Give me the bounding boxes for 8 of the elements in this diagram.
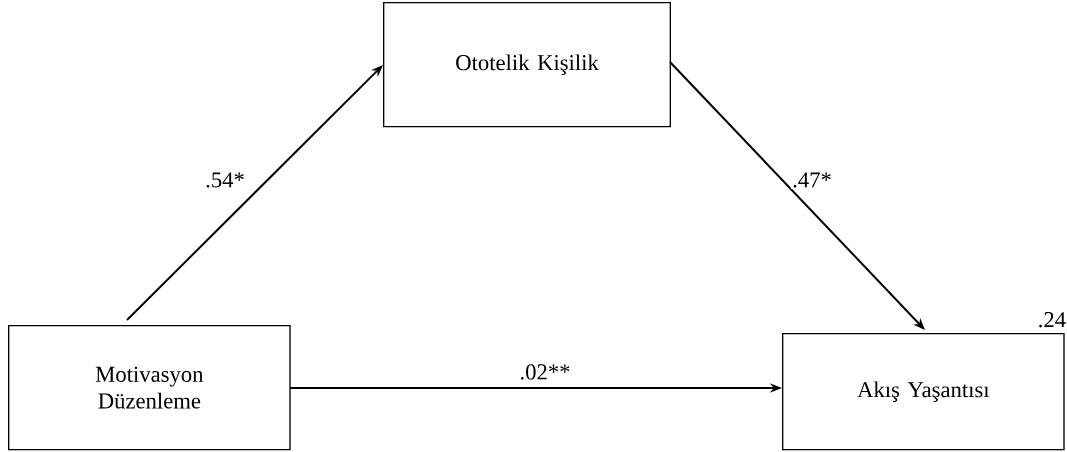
box: Motivasyon Düzenleme (8, 325, 291, 451)
coefficient-label: .24 (1039, 312, 1066, 328)
edge-label: .54* (203, 171, 247, 189)
edge-label: .47* (790, 171, 834, 189)
box: Akış Yaşantısı (782, 333, 1065, 451)
edge-label: .02** (518, 362, 572, 381)
arrow (126, 65, 383, 321)
box: Ototelik Kişilik (383, 2, 671, 128)
